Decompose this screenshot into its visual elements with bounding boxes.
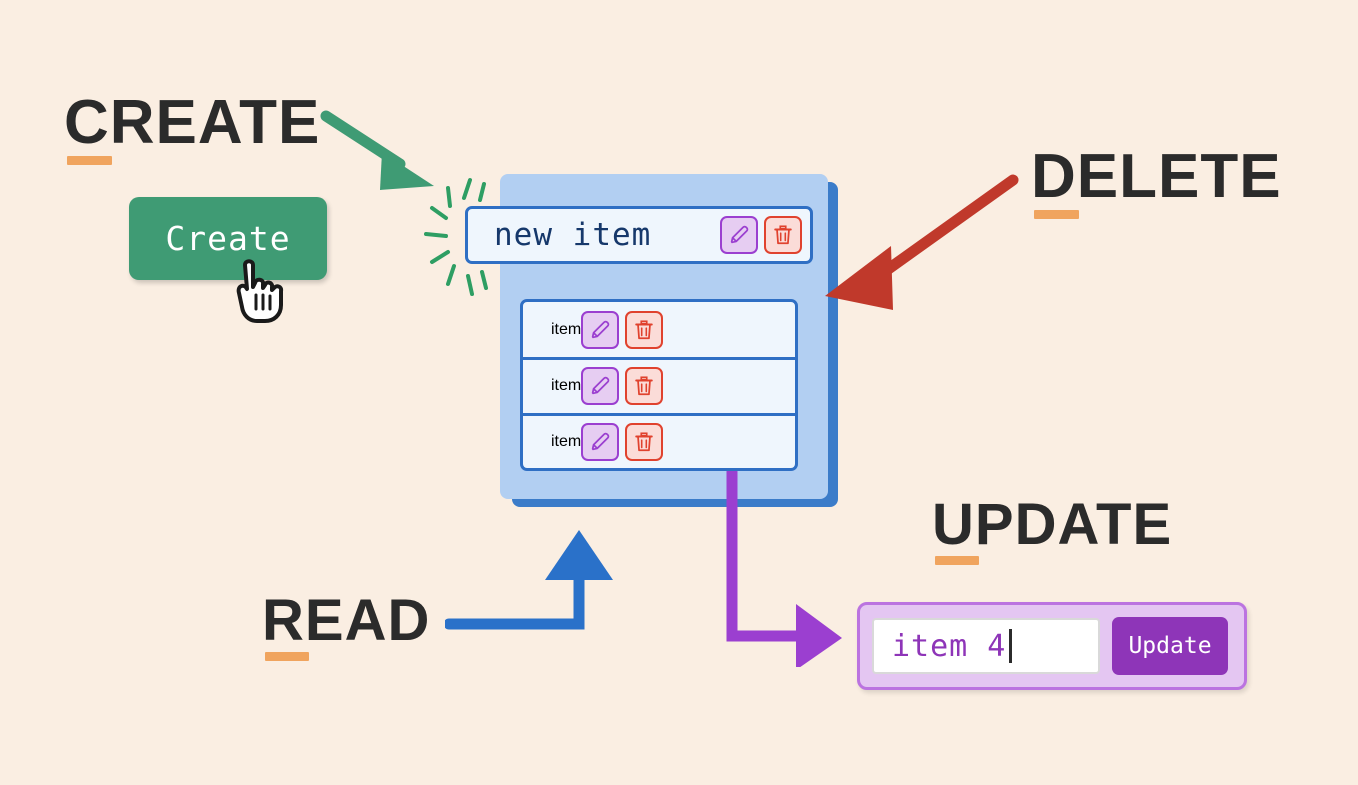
section-label-delete-text: DELETE bbox=[1031, 142, 1282, 211]
section-label-create: CREATE bbox=[64, 92, 320, 165]
update-input[interactable]: item 4 bbox=[872, 618, 1100, 674]
label-underline-read bbox=[265, 652, 309, 661]
update-form: item 4 Update bbox=[857, 602, 1247, 690]
section-label-update-text: UPDATE bbox=[932, 492, 1173, 557]
section-label-read-text: READ bbox=[262, 588, 431, 653]
pencil-icon bbox=[592, 320, 610, 338]
section-label-read: READ bbox=[262, 592, 430, 661]
list-item-label: item bbox=[551, 432, 582, 450]
list-item[interactable]: item bbox=[523, 412, 795, 468]
delete-button[interactable] bbox=[625, 422, 664, 461]
edit-button[interactable] bbox=[581, 422, 620, 461]
list-item-label: item bbox=[551, 377, 582, 395]
text-caret bbox=[1009, 629, 1013, 663]
section-label-update: UPDATE bbox=[932, 496, 1172, 565]
delete-button[interactable] bbox=[625, 310, 664, 349]
section-label-create-text: CREATE bbox=[64, 88, 321, 157]
pointer-hand-cursor-icon bbox=[236, 259, 284, 323]
create-button-label: Create bbox=[165, 219, 291, 258]
list-item-label: item bbox=[551, 320, 582, 338]
sparkle-burst-icon bbox=[424, 178, 488, 296]
arrow-elbow-right-up-icon bbox=[445, 530, 613, 630]
trash-icon bbox=[774, 225, 792, 245]
trash-icon bbox=[635, 376, 653, 396]
trash-icon bbox=[635, 320, 653, 339]
label-underline-update bbox=[935, 556, 979, 565]
edit-button[interactable] bbox=[581, 310, 620, 349]
list-item[interactable]: item bbox=[523, 302, 795, 357]
update-button[interactable]: Update bbox=[1112, 617, 1228, 675]
delete-button[interactable] bbox=[625, 367, 664, 406]
pencil-icon bbox=[730, 225, 749, 244]
list-item-new[interactable]: new item bbox=[465, 206, 813, 264]
section-label-delete: DELETE bbox=[1031, 146, 1282, 219]
edit-button[interactable] bbox=[720, 216, 758, 254]
delete-button[interactable] bbox=[764, 216, 802, 254]
pencil-icon bbox=[592, 432, 610, 450]
trash-icon bbox=[635, 432, 653, 451]
update-input-value: item 4 bbox=[892, 628, 1007, 664]
list-item[interactable]: item bbox=[523, 357, 795, 412]
label-underline-delete bbox=[1034, 210, 1079, 219]
list-items-group: item item bbox=[520, 299, 798, 471]
list-item-label: new item bbox=[494, 217, 652, 253]
pencil-icon bbox=[592, 377, 610, 395]
label-underline-create bbox=[67, 156, 112, 165]
update-button-label: Update bbox=[1128, 633, 1212, 659]
edit-button[interactable] bbox=[581, 367, 620, 406]
create-button[interactable]: Create bbox=[129, 197, 327, 280]
